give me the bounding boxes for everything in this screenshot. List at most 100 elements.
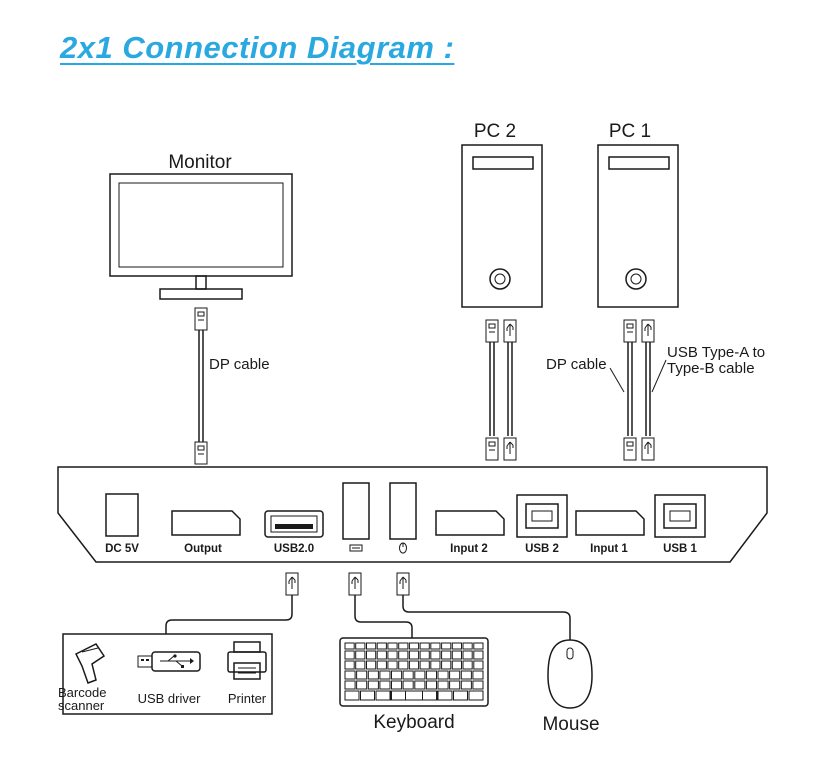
printer-icon bbox=[227, 641, 267, 680]
kvm-switch-body bbox=[57, 466, 768, 563]
keyboard-key bbox=[414, 670, 426, 680]
keyboard-key bbox=[462, 660, 473, 670]
keyboard-key bbox=[422, 690, 437, 701]
keyboard-key bbox=[462, 650, 473, 660]
keyboard-key bbox=[355, 660, 366, 670]
keyboard-key bbox=[391, 670, 403, 680]
keyboard-key bbox=[376, 650, 387, 660]
keyboard-key bbox=[379, 680, 391, 690]
keyboard-key bbox=[451, 642, 462, 650]
keyboard-key bbox=[344, 650, 355, 660]
input2-label: Input 2 bbox=[450, 543, 488, 555]
keyboard-key bbox=[367, 680, 379, 690]
keyboard-key bbox=[355, 650, 366, 660]
keyboard-key bbox=[408, 642, 420, 650]
keyboard-key bbox=[344, 680, 356, 690]
usb-driver-icon bbox=[137, 651, 201, 672]
keyboard-port-icon bbox=[349, 544, 363, 552]
keyboard-key bbox=[449, 670, 461, 680]
mouse-label: Mouse bbox=[542, 714, 599, 735]
keyboard-key bbox=[473, 642, 484, 650]
keyboard-key bbox=[468, 690, 484, 701]
keyboard-key bbox=[430, 650, 441, 660]
barcode-scanner-label-line2: scanner bbox=[58, 698, 105, 713]
keyboard-key bbox=[441, 642, 452, 650]
keyboard-key bbox=[391, 690, 406, 701]
keyboard-key bbox=[437, 680, 449, 690]
usb2-typeb-port bbox=[516, 494, 568, 538]
pc2-cables bbox=[485, 319, 517, 461]
usb1-label: USB 1 bbox=[663, 543, 697, 555]
input1-label: Input 1 bbox=[590, 543, 628, 555]
monitor-icon bbox=[109, 173, 293, 300]
keyboard-key bbox=[398, 660, 409, 670]
dp-cable-label-right: DP cable bbox=[546, 356, 607, 373]
dc-5v-label: DC 5V bbox=[105, 543, 139, 555]
keyboard-key bbox=[460, 680, 472, 690]
input2-dp-port bbox=[435, 510, 505, 536]
monitor-label: Monitor bbox=[168, 152, 232, 173]
keyboard-key bbox=[366, 650, 377, 660]
keyboard-key bbox=[472, 680, 484, 690]
pc2-tower-icon bbox=[461, 144, 543, 308]
usb-cable-label-line2: Type-B cable bbox=[667, 360, 755, 377]
keyboard-key bbox=[376, 642, 387, 650]
barcode-scanner-icon bbox=[74, 643, 106, 684]
pc1-tower-icon bbox=[597, 144, 679, 308]
mouse-port-icon bbox=[399, 542, 407, 554]
keyboard-key bbox=[402, 670, 414, 680]
pc1-label: PC 1 bbox=[609, 121, 651, 142]
keyboard-key bbox=[356, 670, 368, 680]
keyboard-key bbox=[430, 660, 441, 670]
mouse-cable bbox=[396, 572, 571, 640]
keyboard-key bbox=[360, 690, 375, 701]
keyboard-key bbox=[344, 670, 356, 680]
dp-cable-label-left: DP cable bbox=[209, 356, 270, 373]
keyboard-key bbox=[344, 660, 355, 670]
keyboard-key bbox=[398, 642, 409, 650]
keyboard-key bbox=[460, 670, 472, 680]
dc-5v-port bbox=[105, 493, 139, 537]
keyboard-key bbox=[441, 660, 452, 670]
keyboard-key bbox=[379, 670, 391, 680]
pc1-cables bbox=[609, 319, 667, 461]
usb1-typeb-port bbox=[654, 494, 706, 538]
keyboard-key bbox=[473, 650, 484, 660]
usb-driver-label: USB driver bbox=[138, 691, 202, 706]
usb20-cable bbox=[165, 572, 299, 634]
keyboard-key bbox=[462, 642, 473, 650]
keyboard-key bbox=[419, 650, 430, 660]
keyboard-key bbox=[437, 670, 449, 680]
keyboard-key bbox=[387, 650, 398, 660]
keyboard-key bbox=[375, 690, 391, 701]
output-label: Output bbox=[184, 543, 222, 555]
keyboard-key bbox=[391, 680, 403, 690]
keyboard-key bbox=[449, 680, 461, 690]
usb-peripheral-box bbox=[62, 633, 273, 715]
keyboard-key bbox=[344, 690, 360, 701]
keyboard-usb-port bbox=[342, 482, 370, 540]
keyboard-key bbox=[451, 660, 462, 670]
keyboard-key bbox=[419, 642, 430, 650]
keyboard-key bbox=[344, 642, 355, 650]
keyboard-key bbox=[366, 642, 377, 650]
keyboard-spacebar bbox=[390, 690, 438, 701]
keyboard-key bbox=[366, 660, 377, 670]
keyboard-key bbox=[430, 642, 441, 650]
dp-cable-monitor bbox=[194, 307, 208, 465]
keyboard-key bbox=[356, 680, 368, 690]
keyboard-key bbox=[398, 650, 409, 660]
keyboard-key bbox=[419, 660, 430, 670]
output-dp-port bbox=[171, 510, 241, 536]
keyboard-cable bbox=[348, 572, 413, 638]
mouse-icon bbox=[547, 639, 593, 709]
input1-dp-port bbox=[575, 510, 645, 536]
mouse-usb-port bbox=[389, 482, 417, 540]
keyboard-key bbox=[425, 670, 437, 680]
keyboard-key bbox=[414, 680, 426, 690]
usb20-port bbox=[264, 510, 324, 538]
keyboard-key bbox=[472, 670, 484, 680]
keyboard-key bbox=[367, 670, 379, 680]
keyboard-key bbox=[441, 650, 452, 660]
barcode-scanner-label-line1: Barcode bbox=[58, 685, 106, 700]
